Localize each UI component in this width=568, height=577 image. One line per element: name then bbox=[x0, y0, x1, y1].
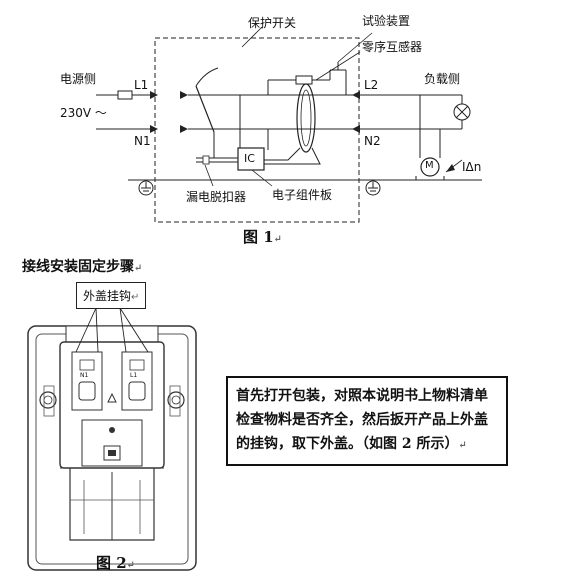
label-n1: N1 bbox=[134, 134, 151, 148]
ic-box bbox=[237, 147, 265, 171]
label-electronic-board: 电子组件板 bbox=[272, 188, 333, 202]
test-resistor bbox=[295, 75, 313, 85]
main-contact bbox=[195, 85, 215, 133]
terminal-label-l1: L1 bbox=[130, 372, 138, 379]
label-zero-seq-transformer: 零序互感器 bbox=[362, 40, 423, 54]
label-leakage-current: IΔn bbox=[462, 160, 482, 174]
leader-test-device bbox=[337, 32, 373, 63]
figure2-caption: 图 2↵ bbox=[96, 554, 136, 572]
label-motor: M bbox=[425, 160, 434, 171]
latch-left bbox=[39, 391, 57, 409]
zero-seq-transformer bbox=[296, 83, 316, 153]
label-n2: N2 bbox=[364, 134, 381, 148]
hook-leaders bbox=[75, 307, 149, 353]
motor-icon bbox=[420, 157, 440, 177]
leader-zero-seq bbox=[315, 51, 361, 81]
label-leakage-release: 漏电脱扣器 bbox=[186, 190, 247, 204]
label-load-side: 负载侧 bbox=[424, 72, 461, 86]
steps-title: 接线安装固定步骤↵ bbox=[22, 259, 143, 275]
leader-protection-switch bbox=[241, 26, 263, 48]
label-protection-switch: 保护开关 bbox=[248, 16, 297, 30]
leakage-release-coil bbox=[202, 155, 210, 165]
figure1-caption: 图 1↵ bbox=[243, 228, 283, 246]
ground-symbol-right bbox=[365, 180, 381, 196]
label-l1: L1 bbox=[134, 78, 149, 92]
ground-symbol-left bbox=[138, 180, 154, 196]
label-power-side: 电源侧 bbox=[60, 72, 97, 86]
label-voltage: 230V ～ bbox=[60, 106, 107, 120]
terminal-label-n1: N1 bbox=[80, 372, 89, 379]
hook-label-box: 外盖挂钩↵ bbox=[76, 282, 147, 309]
label-l2: L2 bbox=[364, 78, 379, 92]
fuse bbox=[117, 90, 133, 100]
instruction-note: 首先打开包装，对照本说明书上物料清单检查物料是否齐全，然后扳开产品上外盖的挂钩，… bbox=[226, 376, 508, 466]
label-ic: IC bbox=[244, 152, 255, 165]
label-test-device: 试验装置 bbox=[362, 14, 411, 28]
device-drawing bbox=[27, 325, 197, 571]
